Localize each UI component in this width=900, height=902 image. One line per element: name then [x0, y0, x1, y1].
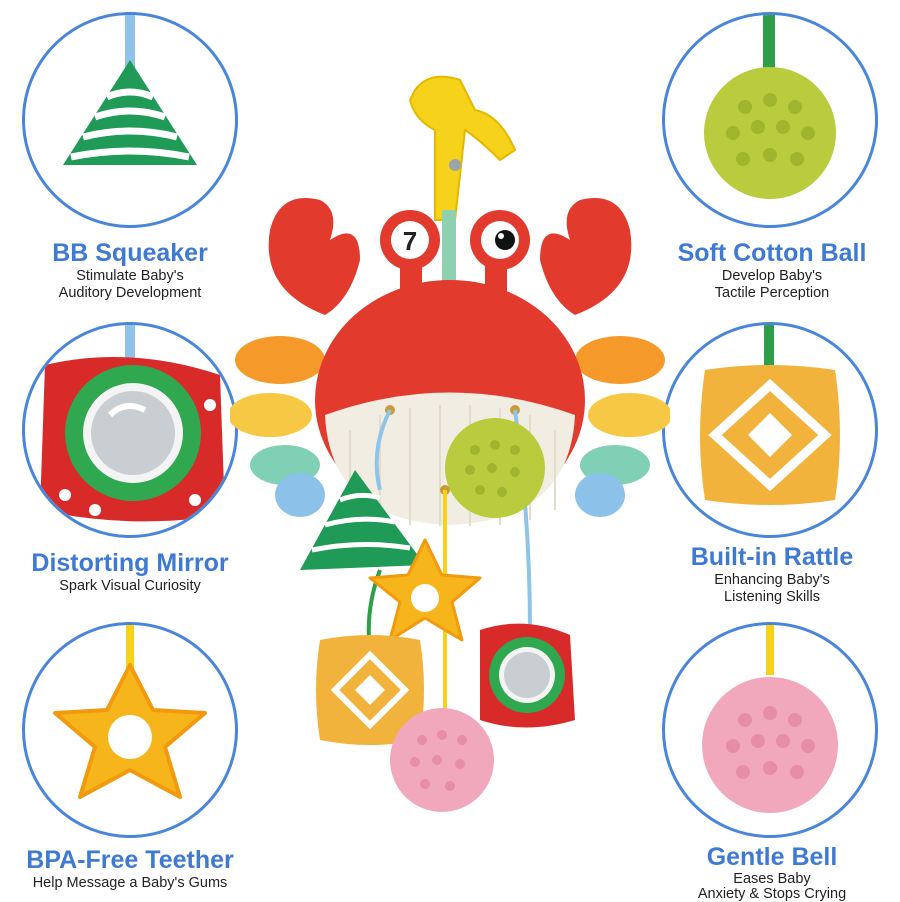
- built-in-rattle-caption: Built-in Rattle Enhancing Baby's Listeni…: [642, 542, 900, 606]
- bb-squeaker-image: [22, 12, 238, 228]
- rattle-pillow: [316, 635, 424, 745]
- distorting-mirror-caption: Distorting Mirror Spark Visual Curiosity: [0, 548, 260, 595]
- eye-number-tag: 7: [403, 226, 417, 256]
- distorting-mirror-image: [22, 322, 238, 538]
- crab-legs: [230, 336, 670, 517]
- gentle-bell-caption: Gentle Bell Eases Baby Anxiety & Stops C…: [642, 842, 900, 902]
- triangle-squeaker-illustration: [63, 15, 197, 165]
- crab-claws: [268, 198, 632, 315]
- rattle-pillow-illustration: [700, 325, 840, 505]
- feature-description: Spark Visual Curiosity: [59, 578, 201, 594]
- triangle-squeaker: [300, 470, 425, 570]
- feature-description: Help Message a Baby's Gums: [32, 875, 228, 891]
- lime-ball-illustration: [704, 15, 836, 199]
- crab-toy-illustration: 7: [230, 75, 670, 812]
- gentle-bell-image: [662, 622, 878, 838]
- clip-strap: [442, 210, 456, 290]
- stroller-clip: [408, 75, 517, 221]
- cotton-ball: [445, 418, 545, 518]
- bpa-free-teether-image: [22, 622, 238, 838]
- soft-cotton-ball-caption: Soft Cotton Ball Develop Baby's Tactile …: [642, 238, 900, 302]
- feature-title: Distorting Mirror: [31, 549, 229, 577]
- feature-description: Develop Baby's Tactile Perception: [714, 268, 830, 301]
- built-in-rattle-image: [662, 322, 878, 538]
- feature-description: Stimulate Baby's Auditory Development: [58, 268, 202, 301]
- soft-cotton-ball-image: [662, 12, 878, 228]
- feature-description: Eases Baby Anxiety & Stops Crying: [697, 871, 847, 902]
- feature-title: Gentle Bell: [706, 843, 838, 871]
- bpa-free-teether-caption: BPA-Free Teether Help Message a Baby's G…: [0, 845, 260, 892]
- feature-title: Soft Cotton Ball: [677, 239, 867, 267]
- bell-ball: [390, 708, 494, 812]
- mirror-pouch: [480, 623, 575, 728]
- bb-squeaker-caption: BB Squeaker Stimulate Baby's Auditory De…: [0, 238, 260, 302]
- star-teether-illustration: [53, 625, 207, 799]
- pink-ball-illustration: [702, 625, 838, 813]
- feature-title: BPA-Free Teether: [26, 846, 234, 874]
- feature-title: Built-in Rattle: [690, 543, 854, 571]
- feature-title: BB Squeaker: [52, 239, 208, 267]
- mirror-pouch-illustration: [40, 325, 225, 522]
- feature-description: Enhancing Baby's Listening Skills: [714, 572, 830, 605]
- star-teether: [368, 538, 482, 642]
